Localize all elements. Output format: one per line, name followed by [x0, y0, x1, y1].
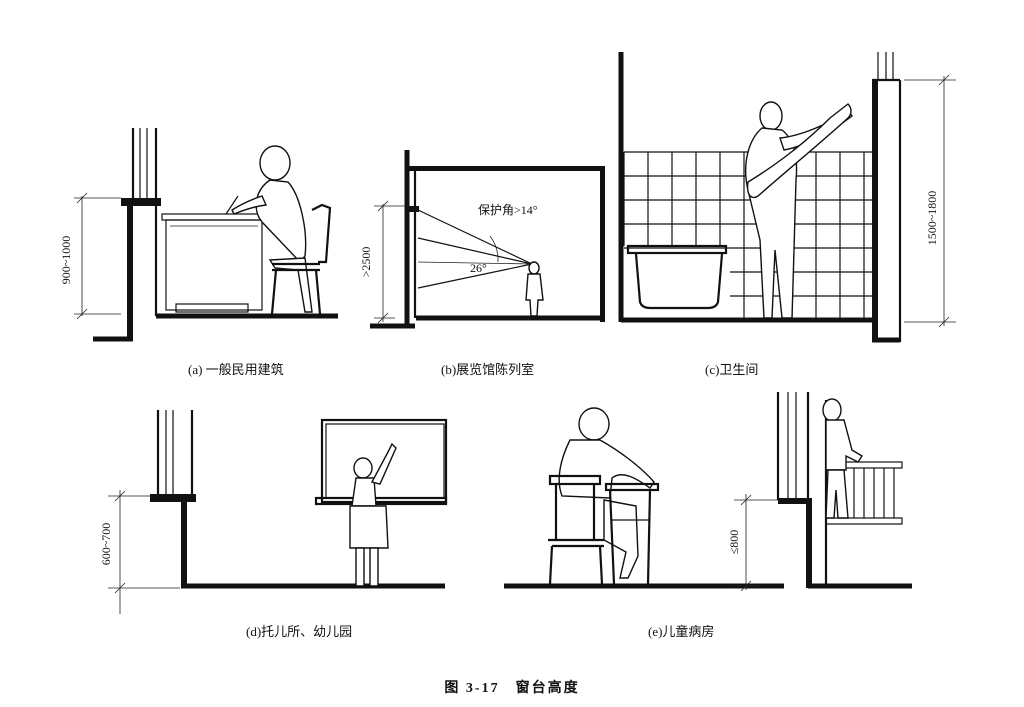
dimension-label-d: 600~700	[99, 523, 113, 566]
dimension-c: 1500~1800	[904, 74, 956, 328]
panel-e: ≤800 (e)儿童病房	[504, 392, 912, 639]
panel-a: 900~1000 (a) 一般民用建筑	[59, 128, 338, 377]
blackboard	[314, 418, 448, 506]
table-e	[604, 482, 660, 585]
tile-grid	[623, 151, 872, 318]
dimension-a: 900~1000	[59, 192, 121, 320]
viewer-person-icon	[525, 261, 544, 317]
caption-b: (b)展览馆陈列室	[441, 362, 534, 377]
seated-person-icon	[225, 145, 313, 313]
caption-e: (e)儿童病房	[648, 624, 714, 639]
panel-c: 1500~1800 (c)卫生间	[618, 52, 956, 377]
angle-value-label: 26°	[470, 261, 487, 275]
panel-d: 600~700 (d)托儿所、幼儿园	[99, 410, 448, 639]
dimension-d: 600~700	[99, 490, 180, 614]
caption-c: (c)卫生间	[705, 362, 758, 377]
dimension-label-b: >2500	[359, 247, 373, 278]
panel-b: 保护角>14° 26° >2500 (b)展览馆陈列室	[359, 150, 605, 377]
dimension-label-a: 900~1000	[59, 236, 73, 285]
desk	[161, 213, 271, 313]
bathtub	[626, 244, 728, 310]
room-c	[618, 52, 902, 343]
child-reaching-icon	[349, 442, 397, 587]
dimension-label-e: ≤800	[727, 530, 741, 555]
figure-title: 图 3-17 窗台高度	[444, 679, 579, 696]
dimension-b: >2500	[359, 200, 410, 324]
dimension-label-c: 1500~1800	[925, 191, 939, 246]
protection-angle-label: 保护角>14°	[478, 203, 538, 217]
standing-person-icon	[745, 101, 853, 319]
wall-d	[150, 410, 445, 589]
standing-child-icon	[822, 398, 863, 519]
sight-lines	[417, 209, 533, 289]
chair-a	[270, 203, 332, 315]
wall-a	[93, 128, 338, 342]
room-b	[370, 150, 605, 329]
dimension-e: ≤800	[727, 494, 780, 592]
caption-a: (a) 一般民用建筑	[188, 362, 284, 377]
caption-d: (d)托儿所、幼儿园	[246, 624, 352, 639]
